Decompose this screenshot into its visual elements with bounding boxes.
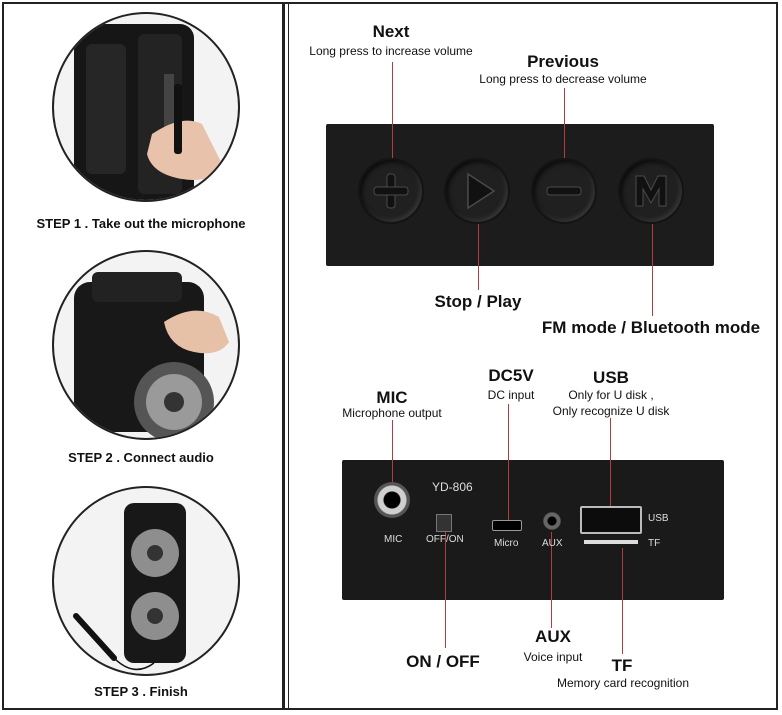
m-icon (635, 175, 667, 207)
mode-title: FM mode / Bluetooth mode (541, 318, 761, 337)
mic-title: MIC (376, 388, 408, 407)
aux-desc: Voice input (523, 650, 583, 664)
column-divider (282, 2, 285, 710)
step3-image (52, 486, 240, 676)
micro-usb-port[interactable] (492, 520, 522, 531)
usb-desc2: Only recognize U disk (552, 404, 670, 418)
model-label: YD-806 (432, 480, 473, 494)
micro-panel-label: Micro (494, 538, 519, 549)
step3-label: STEP 3 . Finish (94, 684, 188, 699)
aux-panel-label: AUX (542, 538, 563, 549)
switch-title: ON / OFF (406, 652, 480, 671)
usb-port[interactable] (580, 506, 642, 534)
step1-label: STEP 1 . Take out the microphone (36, 216, 246, 231)
dc-desc: DC input (487, 388, 535, 402)
play-button[interactable] (446, 160, 508, 222)
previous-title: Previous (527, 52, 599, 71)
tf-slot[interactable] (584, 540, 638, 544)
tf-panel-label: TF (648, 538, 661, 549)
previous-pointer (564, 88, 565, 160)
usb-pointer (610, 418, 611, 510)
tf-pointer (622, 548, 623, 654)
aux-pointer (551, 532, 552, 628)
tf-title: TF (611, 656, 633, 675)
usb-panel-label: USB (648, 513, 669, 524)
column-divider-inner (288, 2, 289, 710)
usb-desc1: Only for U disk , (568, 388, 654, 402)
previous-desc: Long press to decrease volume (479, 72, 647, 86)
step2-image (52, 250, 240, 440)
dc-pointer (508, 404, 509, 524)
next-desc: Long press to increase volume (309, 44, 473, 58)
usb-title: USB (593, 368, 629, 387)
mode-button[interactable] (620, 160, 682, 222)
mic-jack[interactable] (374, 482, 410, 518)
port-panel (342, 460, 724, 600)
next-title: Next (372, 22, 410, 41)
mic-panel-label: MIC (384, 534, 403, 545)
play-pointer (478, 212, 479, 290)
dc-title: DC5V (488, 366, 534, 385)
mic-desc: Microphone output (342, 406, 442, 420)
aux-jack[interactable] (543, 512, 561, 530)
switch-panel-label: OFF/ON (426, 534, 464, 545)
play-icon (467, 172, 496, 210)
previous-button[interactable] (533, 160, 595, 222)
stop-play-title: Stop / Play (434, 292, 522, 311)
next-pointer (392, 62, 393, 160)
next-button[interactable] (360, 160, 422, 222)
mic-pointer (392, 420, 393, 496)
mode-pointer (652, 212, 653, 316)
switch-pointer (445, 528, 446, 648)
plus-icon (373, 173, 409, 209)
aux-title: AUX (535, 627, 571, 646)
step1-image (52, 12, 240, 202)
step2-label: STEP 2 . Connect audio (68, 450, 214, 465)
power-switch[interactable] (436, 514, 452, 532)
minus-icon (546, 186, 582, 196)
tf-desc: Memory card recognition (556, 676, 690, 690)
